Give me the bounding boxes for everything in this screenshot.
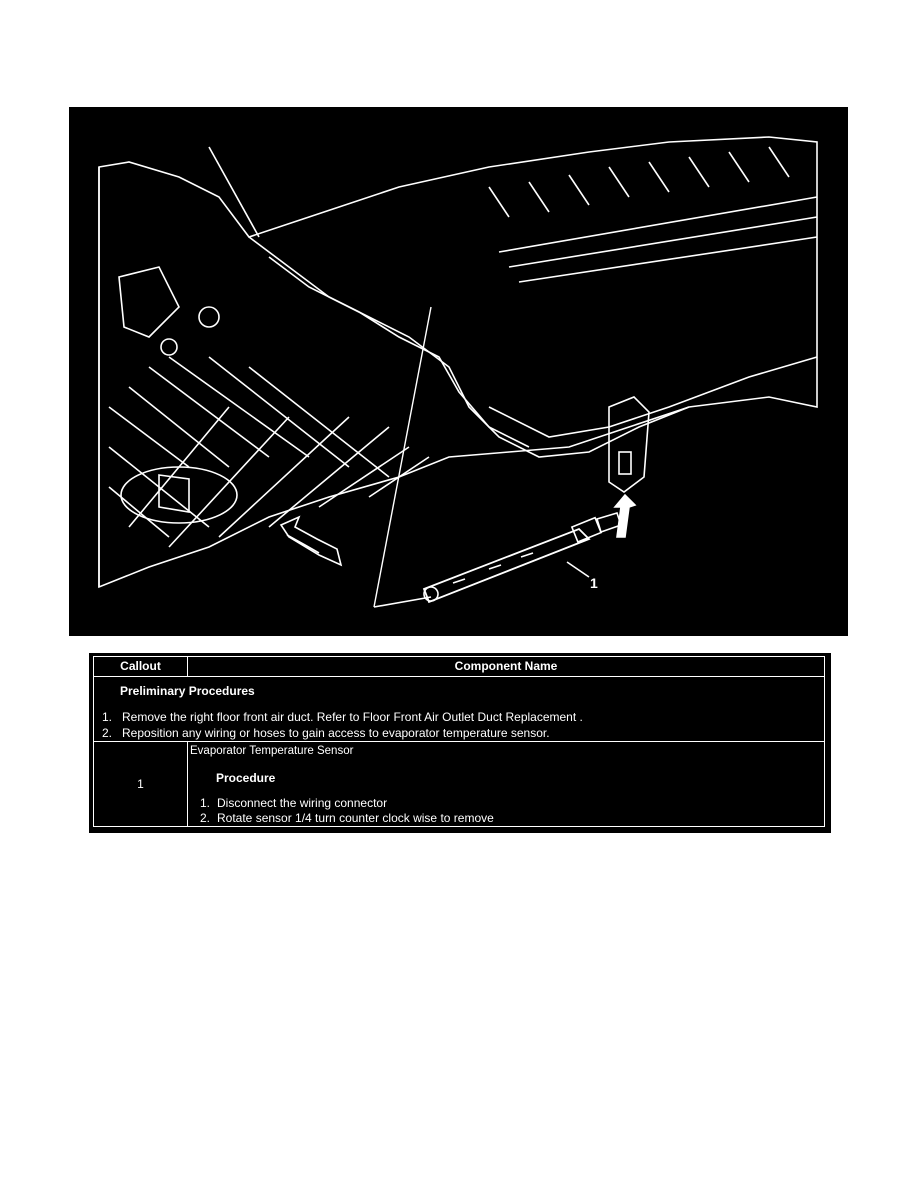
step-number: 2. [200,811,211,825]
row-component: Evaporator Temperature Sensor Procedure … [188,742,824,826]
illustration-drawing [98,136,818,608]
component-name: Evaporator Temperature Sensor [190,745,354,757]
step-text: Reposition any wiring or hoses to gain a… [122,726,550,740]
step-text: Disconnect the wiring connector [217,796,388,810]
list-item: 1. Remove the right floor front air duct.… [102,709,583,725]
procedure-steps: 1. Disconnect the wiring connector 2. Rota… [200,796,494,826]
header-component-name: Component Name [454,659,558,673]
preliminary-steps: 1. Remove the right floor front air duct.… [102,709,583,741]
preliminary-procedures: Preliminary Procedures 1. Remove the righ… [94,677,824,742]
table-row: 1 Evaporator Temperature Sensor Procedur… [94,742,824,826]
callout-label-1: 1 [590,575,598,591]
step-text: Rotate sensor 1/4 turn counter clock wis… [217,811,494,825]
callout-table: Callout Component Name Preliminary Proce… [89,653,831,833]
table-header-row: Callout Component Name [94,657,824,677]
callout-table-body: Callout Component Name Preliminary Proce… [93,656,825,827]
procedure-title: Procedure [216,771,276,785]
list-item: 2. Rotate sensor 1/4 turn counter clock w… [200,811,494,826]
list-item: 2. Reposition any wiring or hoses to gain… [102,725,583,741]
preliminary-title: Preliminary Procedures [120,684,255,698]
header-callout: Callout [94,657,188,676]
step-number: 1. [102,710,113,724]
component-illustration: 1 [69,107,848,636]
list-item: 1. Disconnect the wiring connector [200,796,494,811]
step-number: 2. [102,726,113,740]
row-callout: 1 [94,742,188,826]
step-text: Remove the right floor front air duct. R… [122,710,583,724]
step-number: 1. [200,796,211,810]
